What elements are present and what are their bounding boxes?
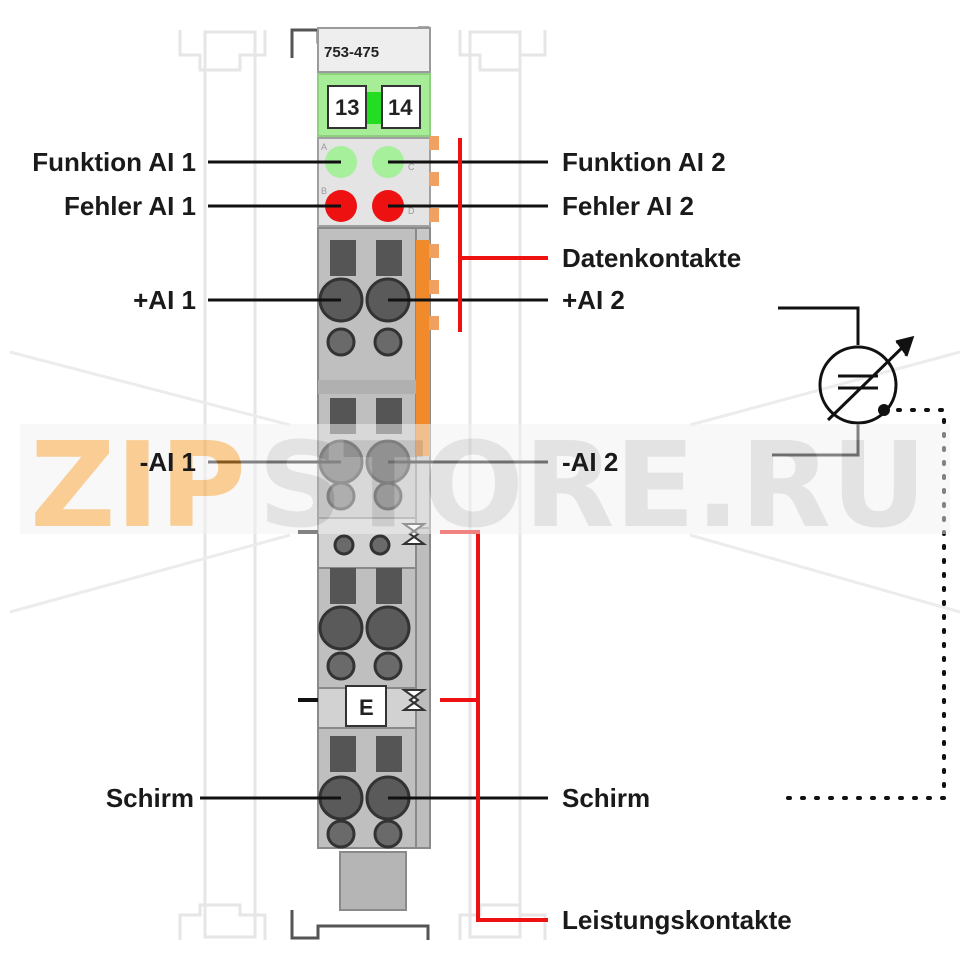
label-leistungskontakte: Leistungskontakte [562, 905, 792, 935]
terminal-13: 13 [335, 95, 359, 120]
label-minus-ai1: -AI 1 [140, 447, 196, 477]
watermark-gray: STORE.RU [258, 416, 927, 554]
terminal-14: 14 [388, 95, 413, 120]
label-minus-ai2: -AI 2 [562, 447, 618, 477]
watermark: ZIP STORE.RU [20, 416, 950, 554]
led-letter-c: C [408, 162, 415, 172]
led-letter-a: A [321, 142, 327, 152]
terminal-numbers [327, 85, 421, 129]
background-arrows [9, 350, 961, 614]
label-plus-ai2: +AI 2 [562, 285, 625, 315]
led-letter-d: D [408, 206, 415, 216]
label-fehler-ai1: Fehler AI 1 [64, 191, 196, 221]
terminal-blocks [318, 240, 411, 849]
led-letter-b: B [321, 186, 327, 196]
marker-box [345, 685, 387, 727]
label-datenkontakte: Datenkontakte [562, 243, 741, 273]
watermark-orange: ZIP [30, 416, 246, 554]
label-funktion-ai1: Funktion AI 1 [32, 147, 196, 177]
marker-letter: E [359, 695, 374, 720]
label-plus-ai1: +AI 1 [133, 285, 196, 315]
label-fehler-ai2: Fehler AI 2 [562, 191, 694, 221]
label-schirm-left: Schirm [106, 783, 194, 813]
label-schirm-right: Schirm [562, 783, 650, 813]
bottom-clip [290, 910, 430, 940]
part-number: 753-475 [324, 44, 379, 61]
label-funktion-ai2: Funktion AI 2 [562, 147, 726, 177]
